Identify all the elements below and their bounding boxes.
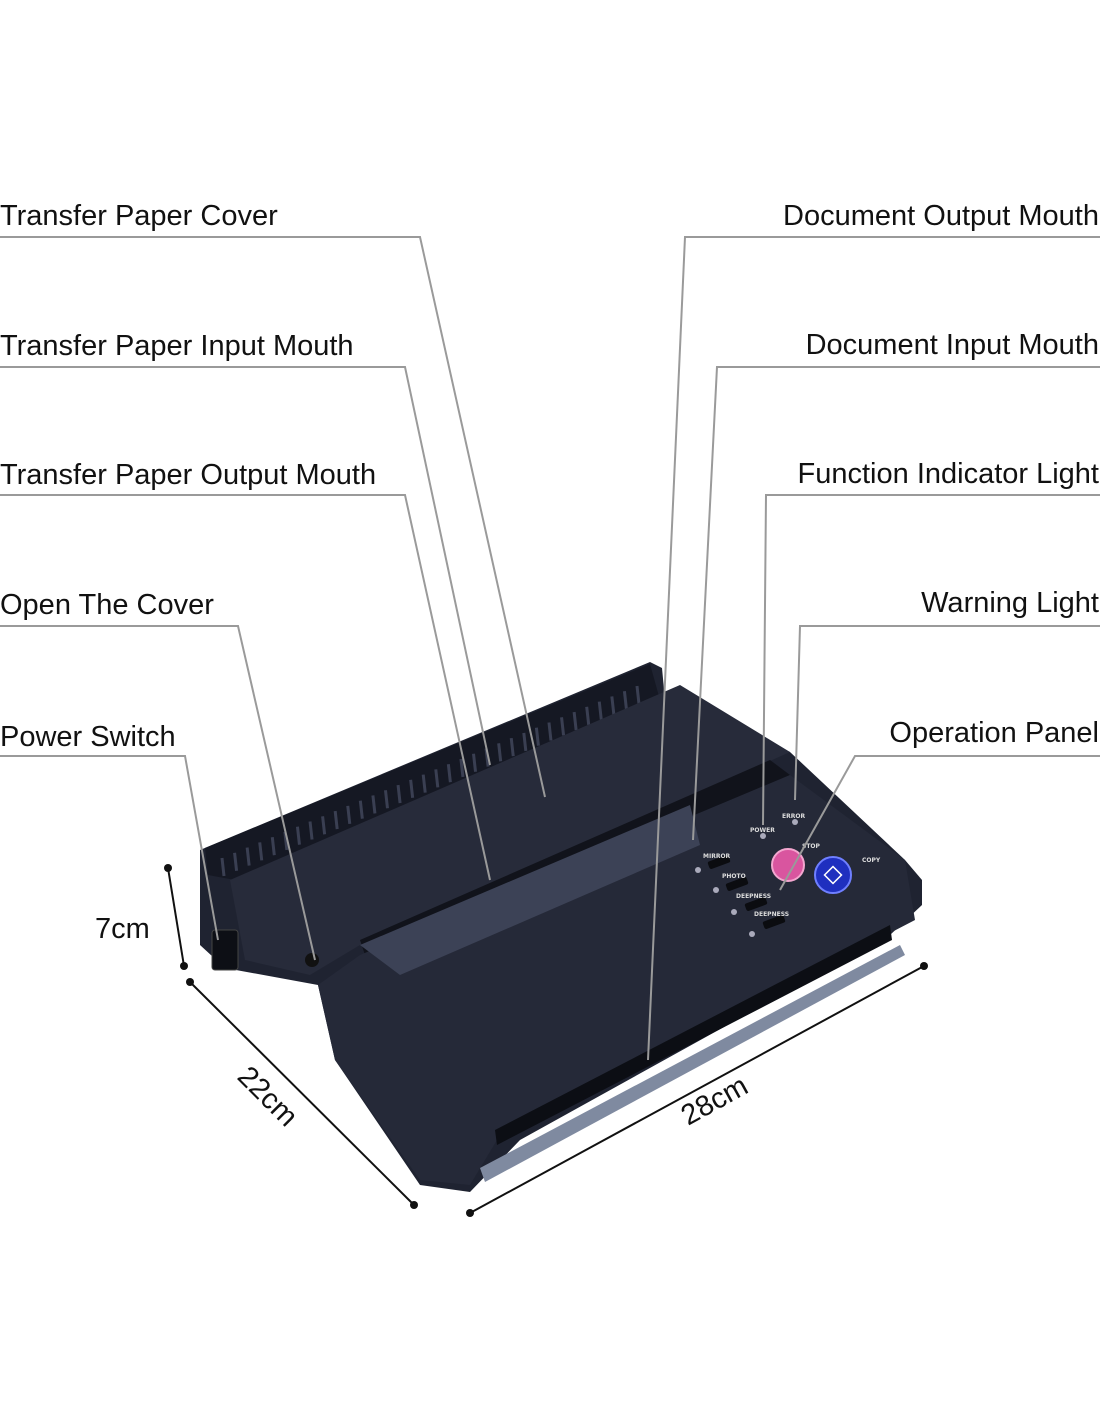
label-document-input-mouth: Document Input Mouth [806,329,1099,361]
vent-slot [610,696,616,715]
power-led [760,833,766,839]
thermal-copier: MIRROR PHOTO DEEPNESS DEEPNESS POWER ERR… [200,662,922,1192]
rear-vent [205,664,660,880]
mirror-label: MIRROR [703,853,731,860]
copy-label: COPY [862,857,881,864]
height-dimension: 7cm [95,913,150,945]
deepness-led-2 [749,931,755,937]
vent-slot [295,826,301,845]
vent-slot [472,753,478,772]
stop-label: STOP [802,843,821,850]
power-switch[interactable] [211,929,239,971]
power-label: POWER [750,827,775,834]
vent-slot [233,852,239,871]
vent-slot [245,847,251,866]
label-open-the-cover: Open The Cover [0,589,214,621]
mirror-led [695,867,701,873]
document-output-mouth [495,925,892,1145]
copy-button[interactable] [814,856,852,894]
stop-button[interactable] [771,848,805,882]
vent-slot [409,779,415,798]
operation-panel: MIRROR PHOTO DEEPNESS DEEPNESS POWER ERR… [695,813,881,937]
vent-slot [421,774,427,793]
open-cover-button[interactable] [305,953,319,967]
label-transfer-paper-cover: Transfer Paper Cover [0,200,278,232]
vent-slot [547,722,553,741]
vent-slot [270,836,276,856]
label-warning-light: Warning Light [921,587,1099,619]
vent-slots [220,685,641,877]
vent-slot [358,800,364,819]
deepness-led-1 [731,909,737,915]
error-led [792,819,798,825]
vent-slot [434,769,440,788]
photo-label: PHOTO [722,873,746,880]
label-function-indicator-light: Function Indicator Light [798,458,1099,490]
vent-slot [497,743,503,762]
label-power-switch: Power Switch [0,721,176,753]
error-label: ERROR [782,813,805,820]
vent-slot [321,816,327,835]
vent-slot [622,691,628,710]
vent-slot [258,842,264,861]
vent-slot [534,727,540,746]
vent-slot [383,790,389,809]
vent-slot [333,810,339,830]
vent-slot [346,805,352,825]
vent-slot [560,717,566,736]
deepness-label-2: DEEPNESS [754,911,789,918]
deepness-label-1: DEEPNESS [736,893,771,900]
vent-slot [509,737,515,757]
vent-slot [597,701,603,720]
vent-slot [371,795,377,814]
vent-slot [572,711,578,731]
leader-lines [0,236,1100,1061]
deepness-down-button[interactable] [762,914,786,929]
vent-slot [308,821,314,840]
photo-button[interactable] [725,876,749,891]
vent-slot [522,732,528,752]
transfer-paper-tray [360,805,700,975]
dimension-lines [164,864,928,1217]
vent-slot [446,764,452,783]
label-operation-panel: Operation Panel [889,717,1099,749]
vent-slot [635,685,641,705]
vent-slot [396,784,402,804]
vent-slot [459,758,465,778]
base-strip [480,945,905,1182]
depth-dimension: 22cm [231,1060,304,1133]
label-transfer-paper-output-mouth: Transfer Paper Output Mouth [0,459,376,491]
transfer-paper-cover [230,685,790,975]
copy-icon [823,865,843,885]
deepness-up-button[interactable] [744,896,768,911]
label-document-output-mouth: Document Output Mouth [783,200,1099,232]
front-face [318,775,915,1185]
photo-led [713,887,719,893]
vent-slot [220,857,226,877]
vent-slot [585,706,591,726]
mirror-button[interactable] [707,854,731,869]
label-transfer-paper-input-mouth: Transfer Paper Input Mouth [0,330,354,362]
